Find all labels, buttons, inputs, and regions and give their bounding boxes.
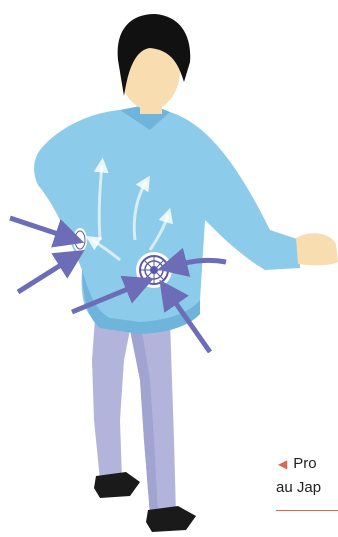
caption-line-1: ◀ Pro <box>276 452 338 476</box>
caption: ◀ Pro au Jap <box>276 452 338 500</box>
caption-line-2: au Jap <box>276 476 338 500</box>
hand <box>296 233 338 265</box>
caption-text-1: Pro <box>293 455 316 472</box>
caption-divider <box>276 510 338 511</box>
triangle-left-icon: ◀ <box>278 457 287 471</box>
shoes <box>94 472 196 532</box>
fan-right <box>136 252 172 288</box>
fan-left <box>73 228 87 252</box>
head <box>118 14 191 114</box>
